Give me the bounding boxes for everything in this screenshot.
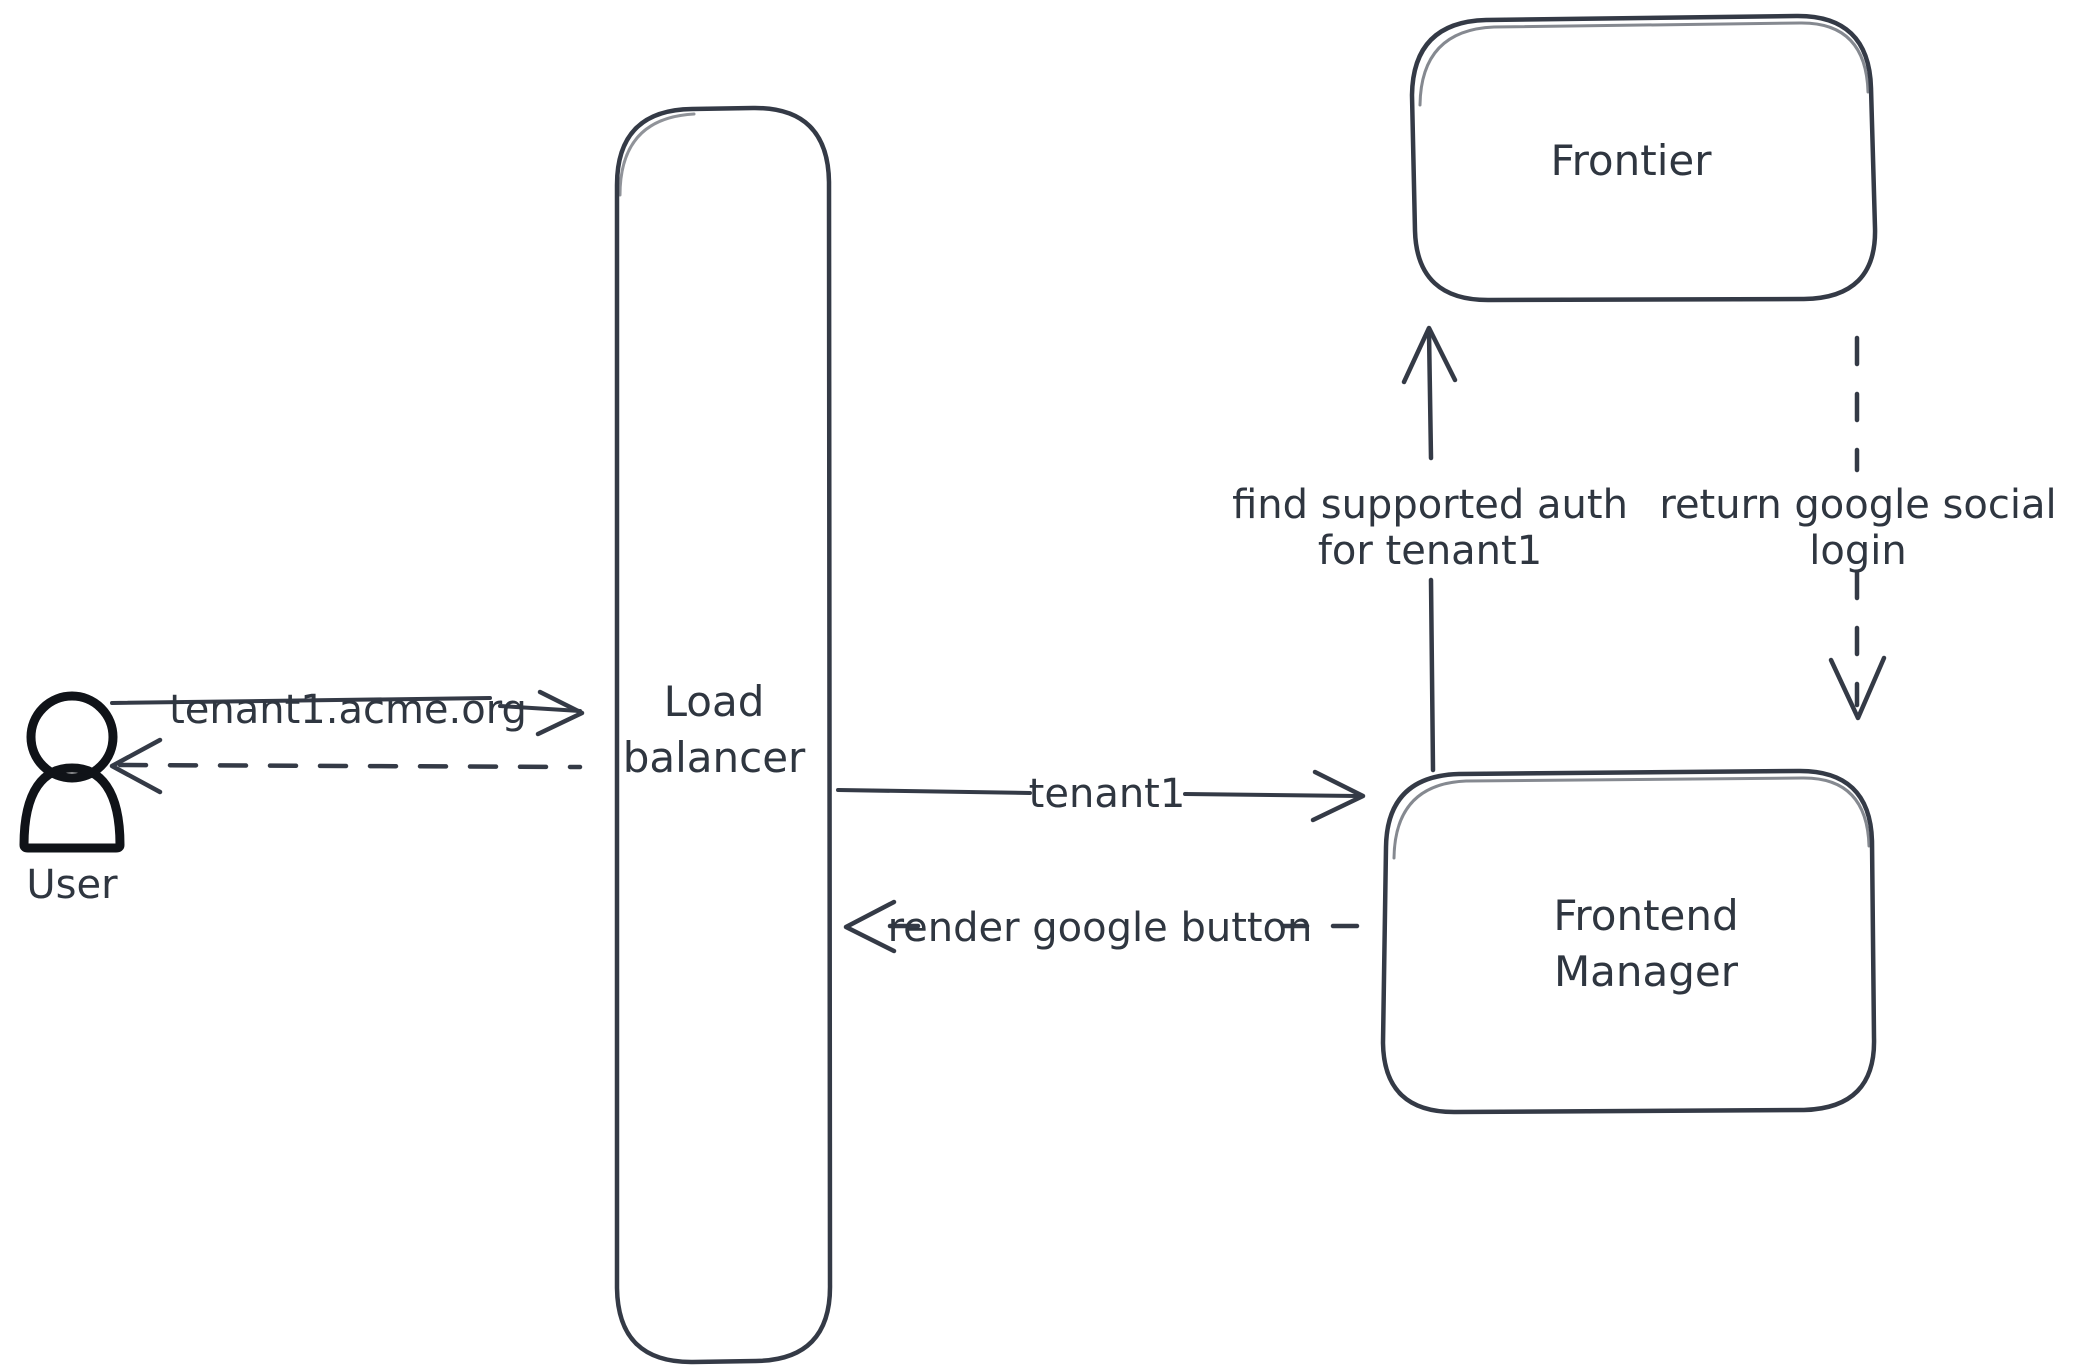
user-label: User xyxy=(26,862,118,908)
load-balancer-shape xyxy=(614,105,833,1365)
node-user[interactable]: User xyxy=(19,691,125,908)
edge-fm-to-lb-label: render google button xyxy=(888,905,1313,951)
edge-user-to-load-balancer[interactable]: tenant1.acme.org xyxy=(110,687,585,737)
edge-lb-to-fm-line-left xyxy=(836,788,1032,795)
edge-lb-to-fm-label: tenant1 xyxy=(1029,771,1186,817)
user-head-icon xyxy=(26,691,118,783)
edge-fm-to-frontier-arrowhead xyxy=(1401,325,1458,385)
edge-fm-to-frontier-label-line2: for tenant1 xyxy=(1318,528,1542,574)
frontier-label: Frontier xyxy=(1550,136,1712,185)
frontier-shape-sketch xyxy=(1418,21,1870,107)
edge-fm-to-lb-arrowhead xyxy=(843,899,897,954)
frontier-shape xyxy=(1409,13,1878,303)
edge-user-to-lb-line-left xyxy=(110,696,492,705)
node-frontend-manager[interactable]: Frontend Manager xyxy=(1380,768,1877,1115)
edge-user-to-lb-line-right xyxy=(498,704,582,713)
edge-lb-to-user-line xyxy=(117,762,583,770)
edge-load-balancer-to-user[interactable] xyxy=(109,737,583,795)
edge-frontier-to-fm-label-line2: login xyxy=(1809,528,1906,574)
node-load-balancer[interactable]: Load balancer xyxy=(614,105,833,1365)
frontend-manager-shape-sketch xyxy=(1392,776,1871,860)
edge-lb-to-user-arrowhead xyxy=(109,737,163,795)
edge-lb-to-fm-arrowhead xyxy=(1310,769,1366,823)
edge-frontier-to-fm-label-line1: return google social xyxy=(1659,482,2056,528)
edge-user-to-lb-arrowhead xyxy=(535,689,585,737)
edge-load-balancer-to-frontend-manager[interactable]: tenant1 xyxy=(836,769,1366,823)
frontend-manager-label-line1: Frontend xyxy=(1553,891,1738,940)
edge-frontier-to-frontend-manager[interactable]: return google social login xyxy=(1659,335,2057,721)
edge-fm-to-frontier-line-lower xyxy=(1428,577,1436,773)
frontend-manager-label-line2: Manager xyxy=(1554,947,1739,996)
node-frontier[interactable]: Frontier xyxy=(1409,13,1878,303)
edge-frontend-manager-to-load-balancer[interactable]: render google button xyxy=(843,899,1373,954)
edge-frontend-manager-to-frontier[interactable]: find supported auth for tenant1 xyxy=(1232,325,1628,773)
edge-frontier-to-fm-arrowhead xyxy=(1828,655,1887,721)
user-body-icon xyxy=(19,763,125,853)
edge-lb-to-fm-line-right xyxy=(1183,792,1360,798)
load-balancer-label-line2: balancer xyxy=(623,733,806,782)
edge-fm-to-frontier-label-line1: find supported auth xyxy=(1232,482,1628,528)
load-balancer-shape-sketch xyxy=(618,112,696,197)
frontend-manager-shape xyxy=(1380,768,1877,1115)
load-balancer-label-line1: Load xyxy=(664,677,765,726)
edge-user-to-lb-label: tenant1.acme.org xyxy=(169,687,527,733)
edge-fm-to-frontier-line-upper xyxy=(1426,329,1434,461)
